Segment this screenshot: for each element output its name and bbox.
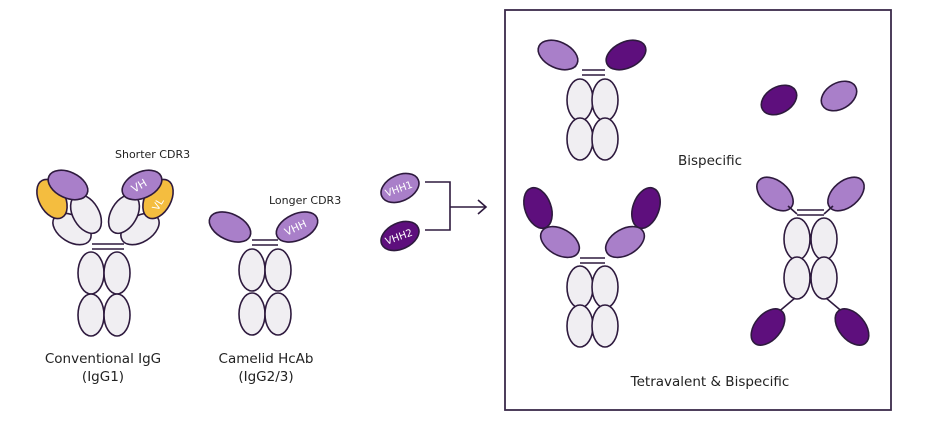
igg-ch3-right <box>103 293 131 337</box>
tetravalent-top-format <box>523 186 661 348</box>
conventional-igg-subclass: (IgG1) <box>82 369 124 385</box>
tetra-b-bottom-vhh-right <box>834 308 870 346</box>
tetra-b-top-vhh-right <box>827 176 865 212</box>
igg-ch2-right <box>103 251 131 295</box>
hcab-vhh-right <box>275 211 319 243</box>
bispecific-ch2-left <box>566 78 594 122</box>
bispecific-antibody <box>537 39 647 161</box>
tetra-b-top-vhh-left <box>756 176 794 212</box>
hcab-ch2-right <box>264 248 292 292</box>
tetra-b-linker-top-right <box>823 205 834 215</box>
tetra-a-ch3-left <box>566 304 594 348</box>
tetra-a-outer-vhh-right <box>631 186 661 230</box>
tetra-a-ch2-right <box>591 265 619 309</box>
igg-ch3-left <box>77 293 105 337</box>
combine-bracket <box>425 181 451 231</box>
conventional-igg: VH VL Shorter CDR3 Conventional IgG (IgG… <box>36 148 190 385</box>
tetra-b-linker-top-left <box>787 205 798 215</box>
combine-arrow-head <box>477 199 488 215</box>
camelid-hcab-name: Camelid HcAb <box>219 351 314 367</box>
conventional-igg-name: Conventional IgG <box>45 351 161 367</box>
bispecific-ch3-left <box>566 117 594 161</box>
free-vhh-dark <box>760 84 798 116</box>
camelid-hcab: VHH Longer CDR3 Camelid HcAb (IgG2/3) <box>208 194 341 385</box>
igg-vh-right <box>121 169 163 201</box>
bispecific-vhh-left <box>537 39 579 71</box>
hcab-ch2-left <box>238 248 266 292</box>
vhh1-domain <box>380 172 420 204</box>
tetra-b-ch2-right <box>810 217 838 261</box>
camelid-hcab-subclass: (IgG2/3) <box>238 369 293 385</box>
tetra-a-inner-vhh-left <box>539 225 581 259</box>
tetra-b-ch3-right <box>810 256 838 300</box>
vhh2-domain <box>380 220 420 252</box>
bispecific-ch3-right <box>591 117 619 161</box>
igg-ch2-left <box>77 251 105 295</box>
bispecific-ch2-right <box>591 78 619 122</box>
tetra-a-ch3-right <box>591 304 619 348</box>
tetra-a-outer-vhh-left <box>523 186 553 230</box>
free-vhh-light <box>820 80 858 112</box>
bispecific-label: Bispecific <box>678 153 742 169</box>
bispecific-vhh-pair <box>760 80 858 116</box>
tetravalent-bispecific-label: Tetravalent & Bispecific <box>630 374 790 390</box>
tetra-b-bottom-vhh-left <box>750 308 786 346</box>
hcab-vhh-left <box>208 211 252 243</box>
vhh-domains: VHH1 VHH2 <box>380 172 488 252</box>
tetravalent-ends-format <box>750 176 870 346</box>
hcab-ch3-right <box>264 292 292 336</box>
igg-vh-left <box>47 169 89 201</box>
hcab-ch3-left <box>238 292 266 336</box>
shorter-cdr3-annotation: Shorter CDR3 <box>115 148 190 161</box>
tetra-b-ch2-left <box>783 217 811 261</box>
bispecific-vhh-right <box>605 39 647 71</box>
tetra-a-ch2-left <box>566 265 594 309</box>
tetra-a-inner-vhh-right <box>604 225 646 259</box>
formats-panel-frame <box>504 9 892 411</box>
tetra-b-ch3-left <box>783 256 811 300</box>
longer-cdr3-annotation: Longer CDR3 <box>269 194 341 207</box>
